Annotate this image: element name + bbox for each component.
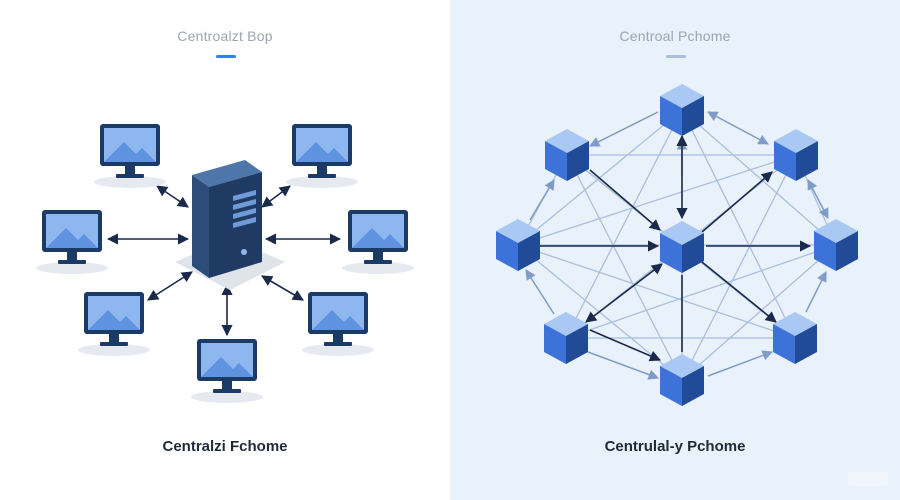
- cube-icon: [774, 129, 818, 181]
- monitor-icon: [94, 124, 166, 188]
- right-top-title: Centroal Pchome: [619, 28, 731, 44]
- left-bottom-title: Centralzi Fchome: [162, 438, 288, 455]
- left-top-title: Centroalzt Bop: [177, 28, 273, 44]
- right-accent-bar: [666, 55, 686, 58]
- cube-icon: [773, 312, 817, 364]
- cube-icon: [660, 221, 704, 273]
- cube-icon: [814, 219, 858, 271]
- decentralized-panel: Centroal Pchome: [450, 0, 900, 500]
- monitor-icon: [78, 292, 150, 356]
- monitor-icon: [302, 292, 374, 356]
- monitor-icon: [36, 210, 108, 274]
- cube-icon: [496, 219, 540, 271]
- mesh-diagram: [496, 84, 858, 406]
- cube-icon: [544, 312, 588, 364]
- left-accent-bar: [216, 55, 236, 58]
- monitor-icon: [342, 210, 414, 274]
- centralized-panel: Centroalzt Bop: [36, 28, 414, 455]
- cube-icon: [660, 354, 704, 406]
- cube-icon: [660, 84, 704, 136]
- monitor-icon: [191, 339, 263, 403]
- right-bottom-title: Centrulal-y Pchome: [604, 438, 746, 455]
- mesh-arrows-light: [525, 111, 829, 380]
- watermark: [848, 472, 888, 486]
- mesh-arrows-dark: [540, 134, 812, 362]
- monitor-icon: [286, 124, 358, 188]
- connection-arrows: [106, 185, 342, 337]
- server-icon: [175, 160, 285, 290]
- cube-icon: [545, 129, 589, 181]
- centralized-diagram: [36, 124, 414, 403]
